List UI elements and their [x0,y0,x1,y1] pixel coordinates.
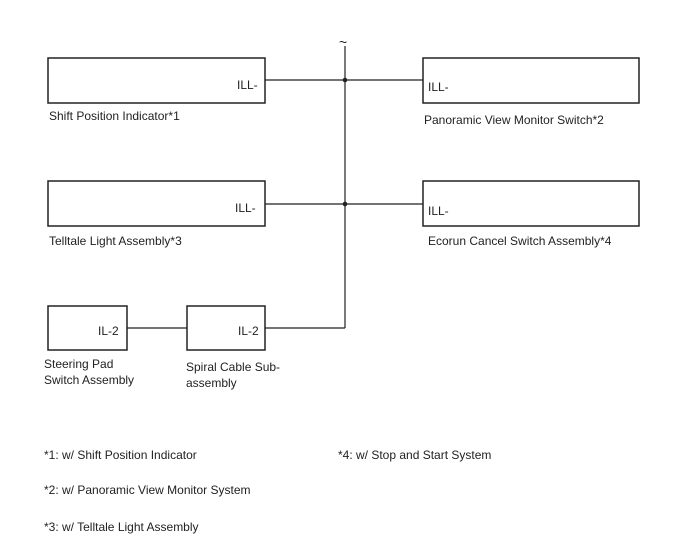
telltale-light-assembly-box [47,180,266,227]
steering-pad-label-line1: Steering Pad [44,357,114,371]
steering-pad-label-line2: Switch Assembly [44,373,135,387]
footnote-3: *3: w/ Telltale Light Assembly [44,520,199,534]
ecorun-cancel-switch-assembly-box [422,180,640,227]
terminal-label-steering-pad-switch-assembly: IL-2 [98,324,119,338]
panoramic-view-monitor-switch-box [422,57,640,104]
footnote-4: *4: w/ Stop and Start System [338,448,492,462]
panoramic-view-monitor-switch-label: Panoramic View Monitor Switch*2 [424,113,604,127]
spiral-cable-label-line2: assembly [186,376,237,390]
terminal-label-panoramic-view-monitor-switch: ILL- [428,80,449,94]
shift-position-indicator-label: Shift Position Indicator*1 [49,109,180,123]
bus-continuation-symbol: ~ [339,34,347,50]
footnote-1: *1: w/ Shift Position Indicator [44,448,197,462]
steering-pad-switch-assembly-label: Steering Pad Switch Assembly [44,356,134,388]
telltale-light-assembly-label: Telltale Light Assembly*3 [49,234,182,248]
terminal-label-shift-position-indicator: ILL- [237,78,258,92]
junction-dot-top [342,77,348,83]
ecorun-cancel-switch-assembly-label: Ecorun Cancel Switch Assembly*4 [428,234,612,248]
footnote-2: *2: w/ Panoramic View Monitor System [44,483,251,497]
terminal-label-spiral-cable-sub-assembly: IL-2 [238,324,259,338]
shift-position-indicator-box [47,57,266,104]
spiral-cable-label-line1: Spiral Cable Sub- [186,360,281,374]
terminal-label-telltale-light-assembly: ILL- [235,201,256,215]
terminal-label-ecorun-cancel-switch-assembly: ILL- [428,204,449,218]
junction-dot-middle [342,201,348,207]
spiral-cable-sub-assembly-label: Spiral Cable Sub- assembly [186,359,280,391]
